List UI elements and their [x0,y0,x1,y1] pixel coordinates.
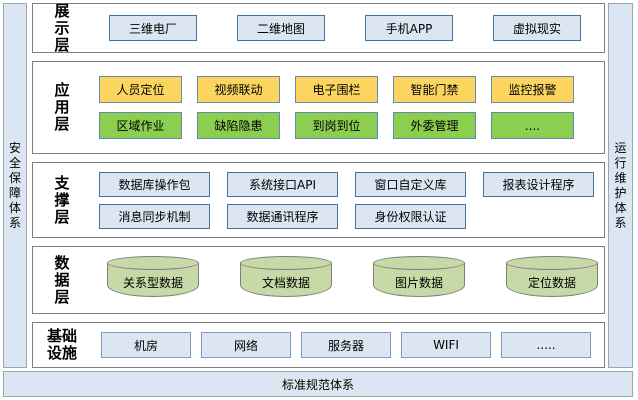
node-database-operation-package[interactable]: 数据库操作包 [99,171,210,197]
layer-application-label: 应用层 [54,81,70,133]
bottom-bar-standards-system: 标准规范体系 [3,371,633,397]
layer-presentation-row-1: 三维电厂 二维地图 手机APP 虚拟现实 [95,15,600,41]
node-wifi[interactable]: WIFI [401,332,491,358]
layer-data-body: 关系型数据 文档数据 图片数据 定位数据 [91,247,604,313]
left-rail-label: 安全保障体系 [8,140,21,230]
layer-support-row-2: 消息同步机制 数据通讯程序 身份权限认证 [95,203,600,229]
node-positioning-data-label: 定位数据 [527,275,576,290]
layer-presentation-label-box: 展示层 [33,1,91,54]
layer-application: 应用层 人员定位 视频联动 电子围栏 智能门禁 监控报警 区域作业 缺陷隐患 到… [32,61,605,154]
layer-application-row-1: 人员定位 视频联动 电子围栏 智能门禁 监控报警 [95,76,600,103]
layer-presentation-body: 三维电厂 二维地图 手机APP 虚拟现实 [91,4,604,52]
layer-support-label: 支撑层 [54,173,70,226]
node-data-communication-program[interactable]: 数据通讯程序 [227,203,338,229]
node-network[interactable]: 网络 [201,332,291,358]
layer-support-row-1: 数据库操作包 系统接口API 窗口自定义库 报表设计程序 [95,171,600,197]
bottom-bar-label: 标准规范体系 [281,377,354,392]
node-message-sync-mechanism[interactable]: 消息同步机制 [99,203,210,229]
node-application-more[interactable]: .... [491,112,574,139]
layer-application-label-box: 应用层 [33,62,91,153]
node-outsourcing-management[interactable]: 外委管理 [393,112,476,139]
node-identity-permission-auth[interactable]: 身份权限认证 [355,203,466,229]
node-report-design-program[interactable]: 报表设计程序 [483,171,594,197]
node-on-post-in-place[interactable]: 到岗到位 [295,112,378,139]
node-area-operation[interactable]: 区域作业 [99,112,182,139]
cylinder-top-icon [373,256,465,270]
node-mobile-app[interactable]: 手机APP [365,15,453,41]
layer-data-row-1: 关系型数据 文档数据 图片数据 定位数据 [95,256,600,304]
node-monitoring-alarm[interactable]: 监控报警 [491,76,574,103]
node-positioning-data[interactable]: 定位数据 [506,256,598,304]
node-server[interactable]: 服务器 [301,332,391,358]
node-image-data-label: 图片数据 [394,275,443,290]
node-personnel-positioning[interactable]: 人员定位 [99,76,182,103]
node-system-interface-api[interactable]: 系统接口API [227,171,338,197]
layer-data-label-box: 数据层 [33,247,91,313]
layer-application-body: 人员定位 视频联动 电子围栏 智能门禁 监控报警 区域作业 缺陷隐患 到岗到位 … [91,62,604,153]
node-smart-access-control[interactable]: 智能门禁 [393,76,476,103]
layer-support: 支撑层 数据库操作包 系统接口API 窗口自定义库 报表设计程序 消息同步机制 … [32,162,605,238]
node-defect-hazard[interactable]: 缺陷隐患 [197,112,280,139]
layer-infrastructure-body: 机房 网络 服务器 WIFI ..... [91,323,604,367]
cylinder-top-icon [240,256,332,270]
node-relational-data-label: 关系型数据 [122,275,183,290]
right-rail-operations-maintenance: 运行维护体系 [608,3,633,368]
node-machine-room[interactable]: 机房 [101,332,191,358]
cylinder-top-icon [107,256,199,270]
layer-data-label: 数据层 [54,253,70,306]
layer-presentation-label: 展示层 [54,1,70,54]
node-infrastructure-more[interactable]: ..... [501,332,591,358]
layer-data: 数据层 关系型数据 文档数据 图片数据 [32,246,605,314]
layer-infrastructure-label-box: 基础设施 [33,323,91,367]
layer-support-body: 数据库操作包 系统接口API 窗口自定义库 报表设计程序 消息同步机制 数据通讯… [91,163,604,237]
node-document-data[interactable]: 文档数据 [240,256,332,304]
left-rail-safety-assurance: 安全保障体系 [3,3,27,368]
layer-presentation: 展示层 三维电厂 二维地图 手机APP 虚拟现实 [32,1,605,54]
node-video-linkage[interactable]: 视频联动 [197,76,280,103]
node-window-custom-library[interactable]: 窗口自定义库 [355,171,466,197]
layer-infrastructure-label: 基础设施 [46,327,77,362]
cylinder-top-icon [506,256,598,270]
layer-application-row-2: 区域作业 缺陷隐患 到岗到位 外委管理 .... [95,112,600,139]
right-rail-label: 运行维护体系 [614,140,627,230]
layer-infrastructure: 基础设施 机房 网络 服务器 WIFI ..... [32,322,605,368]
layer-support-label-box: 支撑层 [33,163,91,237]
node-3d-power-plant[interactable]: 三维电厂 [109,15,197,41]
node-electronic-fence[interactable]: 电子围栏 [295,76,378,103]
node-image-data[interactable]: 图片数据 [373,256,465,304]
node-document-data-label: 文档数据 [261,275,310,290]
node-2d-map[interactable]: 二维地图 [237,15,325,41]
node-relational-data[interactable]: 关系型数据 [107,256,199,304]
node-virtual-reality[interactable]: 虚拟现实 [493,15,581,41]
layer-infrastructure-row-1: 机房 网络 服务器 WIFI ..... [95,332,600,358]
